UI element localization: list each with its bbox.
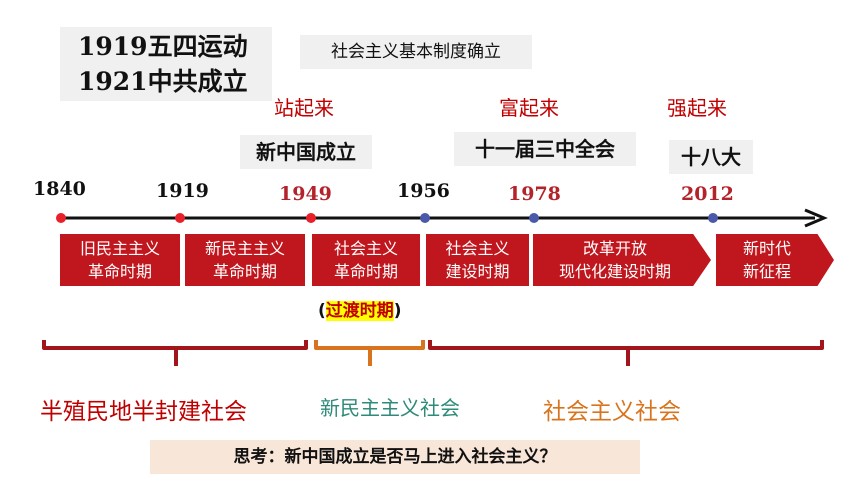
event-third-plenum: 十一届三中全会 (454, 132, 636, 166)
timeline-dot-1840 (56, 213, 66, 223)
year-1978: 1978 (508, 183, 561, 205)
slogan-stand-up: 站起来 (274, 96, 334, 120)
society-semi-colonial: 半殖民地半封建社会 (40, 399, 247, 425)
timeline-dot-1919 (175, 213, 185, 223)
period-line: 社会主义 (333, 239, 398, 258)
question-box: 思考：新中国成立是否马上进入社会主义？ (150, 440, 640, 474)
period-line: 新时代 (742, 239, 791, 258)
period-reform-opening: 改革开放现代化建设时期 (533, 234, 711, 286)
transition-paren-close: ) (393, 301, 402, 321)
header-line-1: 1919五四运动 (78, 32, 248, 61)
year-1919: 1919 (156, 180, 209, 202)
transition-paren-open: ( (318, 301, 326, 321)
period-line: 建设时期 (445, 262, 510, 281)
period-line: 改革开放 (582, 239, 647, 258)
slogan-get-rich: 富起来 (499, 96, 559, 120)
transition-highlight: 过渡时期 (325, 301, 394, 321)
society-socialist: 社会主义社会 (543, 399, 681, 425)
period-line: 革命时期 (212, 262, 277, 281)
timeline-dot-1978 (529, 213, 539, 223)
timeline-dot-2012 (708, 213, 718, 223)
transition-label: (过渡时期) (318, 296, 402, 321)
period-new-democratic: 新民主主义革命时期 (185, 234, 305, 286)
timeline-dot-1949 (306, 213, 316, 223)
event-prc-founding: 新中国成立 (240, 135, 372, 169)
period-line: 现代化建设时期 (558, 262, 671, 281)
year-1956: 1956 (397, 180, 450, 202)
established-label: 社会主义基本制度确立 (300, 35, 532, 69)
event-18th-congress: 十八大 (669, 140, 753, 174)
society-brackets (42, 340, 824, 366)
year-2012: 2012 (681, 183, 734, 205)
period-line: 革命时期 (87, 262, 152, 281)
period-line: 旧民主主义 (79, 239, 160, 258)
period-line: 革命时期 (333, 262, 398, 281)
period-line: 新民主主义 (204, 239, 285, 258)
year-1840: 1840 (33, 178, 86, 200)
header-line-2: 1921中共成立 (78, 67, 248, 96)
period-socialist-construction: 社会主义建设时期 (426, 234, 529, 286)
year-1949: 1949 (279, 183, 332, 205)
period-old-democratic: 旧民主主义革命时期 (60, 234, 180, 286)
period-line: 新征程 (742, 262, 791, 281)
period-new-era: 新时代新征程 (716, 234, 834, 286)
header-title-box: 1919五四运动 1921中共成立 (60, 27, 272, 101)
timeline-axis (58, 208, 828, 228)
slogan-get-strong: 强起来 (667, 96, 727, 120)
period-socialist-revolution: 社会主义革命时期 (312, 234, 420, 286)
timeline-dot-1956 (420, 213, 430, 223)
period-line: 社会主义 (445, 239, 510, 258)
society-new-democratic: 新民主主义社会 (320, 396, 460, 420)
